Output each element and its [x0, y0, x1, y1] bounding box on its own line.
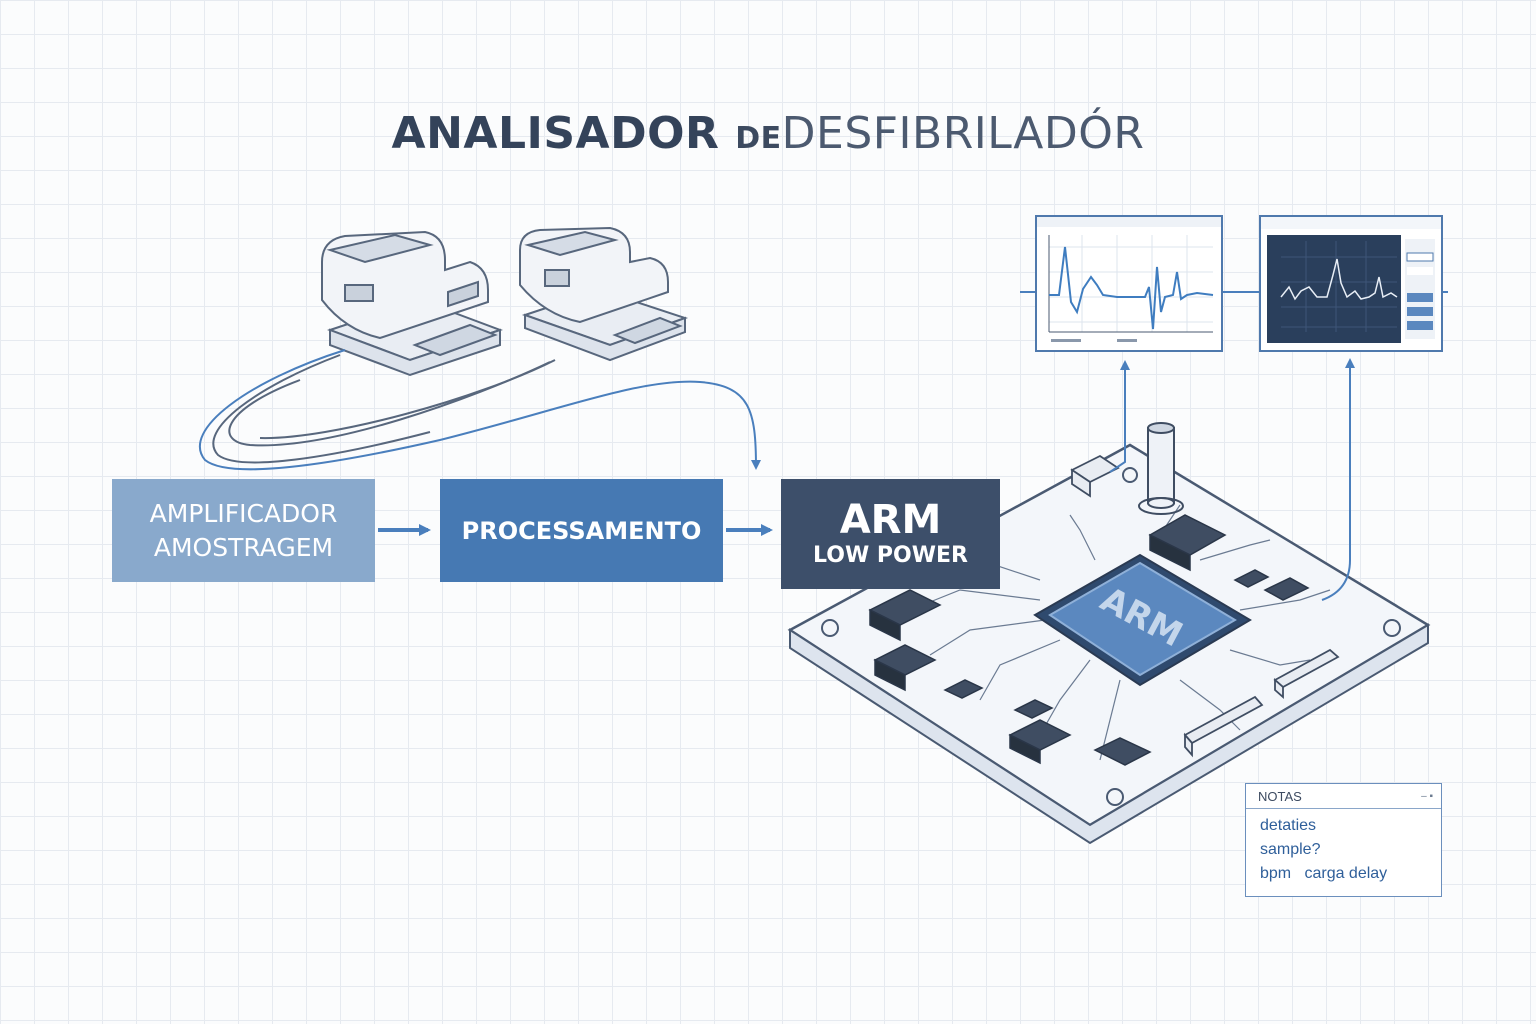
- electrode-pad-left: [321, 230, 503, 377]
- notes-header: NOTAS – ▪: [1246, 784, 1441, 809]
- output-arrows: [1020, 291, 1448, 601]
- electrode-cables: [198, 349, 761, 471]
- page-title: ANALISADOR DEDESFIBRILADÓR: [0, 108, 1536, 159]
- notes-panel: NOTAS – ▪ detaties sample? bpm carga del…: [1245, 783, 1442, 897]
- waveform-monitor-light: [1035, 215, 1223, 352]
- title-part-1: ANALISADOR: [391, 108, 720, 159]
- note-line-3: bpm carga delay: [1260, 865, 1388, 882]
- amplificador-line-1: AMPLIFICADOR: [149, 498, 338, 528]
- note-line-1: detaties: [1260, 817, 1317, 834]
- waveform-dark-plot: [1261, 217, 1441, 343]
- note-line-2: sample?: [1260, 841, 1321, 858]
- arm-label: ARM: [839, 497, 942, 543]
- notes-body: detaties sample? bpm carga delay: [1246, 809, 1441, 886]
- title-part-3: DESFIBRILADÓR: [781, 108, 1145, 159]
- notes-window-controls-icon[interactable]: – ▪: [1421, 791, 1433, 802]
- amplificador-line-2: AMOSTRAGEM: [153, 532, 334, 562]
- processamento-block: PROCESSAMENTO: [440, 479, 723, 582]
- processamento-label: PROCESSAMENTO: [461, 516, 702, 545]
- notes-title: NOTAS: [1258, 789, 1302, 804]
- amplificador-block: AMPLIFICADOR AMOSTRAGEM: [112, 479, 375, 582]
- arm-block: ARM LOW POWER: [781, 479, 1000, 589]
- waveform-monitor-dark: [1259, 215, 1443, 352]
- title-part-2: DE: [735, 121, 782, 156]
- waveform-light-plot: [1037, 217, 1221, 342]
- circuit-board: [787, 422, 1431, 845]
- low-power-label: LOW POWER: [813, 543, 968, 568]
- electrode-pad-right: [519, 226, 689, 362]
